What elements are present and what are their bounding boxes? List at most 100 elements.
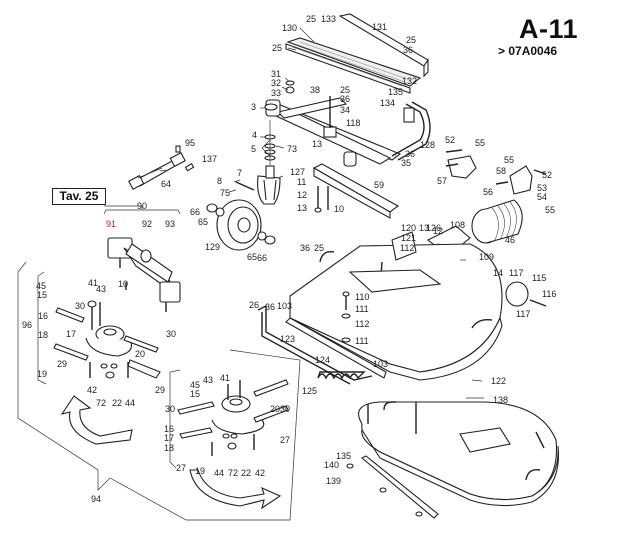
part-label-top-frame[interactable]: 7 <box>237 168 242 178</box>
part-label-top-frame[interactable]: 13 <box>312 139 322 149</box>
part-label-gearbox[interactable]: 91 <box>106 219 116 229</box>
part-label-deck[interactable]: 112 <box>355 319 369 329</box>
part-label-top-frame[interactable]: 36 <box>340 94 350 104</box>
part-label-top-frame[interactable]: 31 <box>271 69 281 79</box>
part-label-left-blade[interactable]: 41 <box>88 278 98 288</box>
part-label-lower-deck[interactable]: 135 <box>336 451 351 461</box>
part-label-top-frame[interactable]: 36 <box>405 149 415 159</box>
part-label-lower-deck[interactable]: 139 <box>326 476 341 486</box>
part-label-top-frame[interactable]: 5 <box>251 144 256 154</box>
part-label-left-blade[interactable]: 19 <box>37 369 47 379</box>
part-label-roller[interactable]: 117 <box>516 309 530 319</box>
part-label-right-blade[interactable]: 20 <box>270 404 280 414</box>
part-label-left-blade[interactable]: 20 <box>135 349 145 359</box>
part-label-left-blade[interactable]: 22 <box>112 398 122 408</box>
part-label-right-blade[interactable]: 45 <box>190 380 200 390</box>
part-label-right-blade[interactable]: 27 <box>280 435 290 445</box>
part-label-gearbox[interactable]: 93 <box>165 219 175 229</box>
part-label-deck[interactable]: 110 <box>355 292 369 302</box>
part-label-top-frame[interactable]: 118 <box>346 118 360 128</box>
part-label-top-frame[interactable]: 132 <box>402 76 417 86</box>
part-label-left-blade[interactable]: 15 <box>37 290 47 300</box>
part-label-left-blade[interactable]: 96 <box>22 320 32 330</box>
part-label-right-brackets[interactable]: 56 <box>483 187 493 197</box>
part-label-right-blade[interactable]: 18 <box>164 443 174 453</box>
part-label-top-frame[interactable]: 65 <box>198 217 208 227</box>
part-label-chute[interactable]: 13 <box>419 223 429 233</box>
part-label-deck[interactable]: 103 <box>373 359 388 369</box>
part-label-top-frame[interactable]: 11 <box>297 177 306 187</box>
part-label-left-blade[interactable]: 29 <box>155 385 165 395</box>
part-label-left-blade[interactable]: 43 <box>96 284 106 294</box>
part-label-top-frame[interactable]: 35 <box>401 158 411 168</box>
part-label-right-brackets[interactable]: 52 <box>445 135 455 145</box>
part-label-lower-deck[interactable]: 140 <box>324 460 339 470</box>
part-label-deck[interactable]: 123 <box>280 334 295 344</box>
part-label-right-brackets[interactable]: 53 <box>537 183 547 193</box>
part-label-top-frame[interactable]: 131 <box>372 22 387 32</box>
part-label-deck[interactable]: 124 <box>315 355 330 365</box>
part-label-chute[interactable]: 121 <box>401 233 416 243</box>
part-label-right-blade[interactable]: 27 <box>176 463 186 473</box>
part-label-right-brackets[interactable]: 57 <box>437 176 447 186</box>
part-label-chute[interactable]: 109 <box>479 252 494 262</box>
part-label-roller[interactable]: 14 <box>493 268 503 278</box>
part-label-right-blade[interactable]: 42 <box>255 468 265 478</box>
part-label-top-frame[interactable]: 75 <box>220 188 230 198</box>
part-label-top-frame[interactable]: 36 <box>403 45 413 55</box>
part-label-left-blade[interactable]: 72 <box>96 398 106 408</box>
part-label-roller[interactable]: 116 <box>542 289 556 299</box>
part-label-top-frame[interactable]: 32 <box>271 78 281 88</box>
part-label-left-blade[interactable]: 29 <box>57 359 67 369</box>
part-label-chute[interactable]: 46 <box>505 235 515 245</box>
table-reference-badge[interactable]: Tav. 25 <box>52 188 106 205</box>
part-label-roller[interactable]: 117 <box>509 268 523 278</box>
part-label-top-frame[interactable]: 64 <box>161 179 171 189</box>
part-label-top-frame[interactable]: 4 <box>252 130 257 140</box>
part-label-gearbox[interactable]: 10 <box>118 279 128 289</box>
part-label-right-blade[interactable]: 72 <box>228 468 238 478</box>
part-label-top-frame[interactable]: 25 <box>272 43 282 53</box>
part-label-right-blade[interactable]: 43 <box>203 375 213 385</box>
part-label-lower-deck[interactable]: 138 <box>493 395 508 405</box>
part-label-top-frame[interactable]: 38 <box>310 85 320 95</box>
part-label-top-frame[interactable]: 134 <box>380 98 395 108</box>
part-label-gearbox[interactable]: 92 <box>142 219 152 229</box>
part-label-right-blade[interactable]: 16 <box>164 424 174 434</box>
part-label-right-brackets[interactable]: 55 <box>504 155 514 165</box>
part-label-top-frame[interactable]: 66 <box>190 207 200 217</box>
part-label-right-brackets[interactable]: 58 <box>496 166 506 176</box>
part-label-top-frame[interactable]: 59 <box>374 180 384 190</box>
part-label-top-frame[interactable]: 25 <box>340 85 350 95</box>
part-label-deck[interactable]: 122 <box>491 376 506 386</box>
part-label-top-frame[interactable]: 10 <box>334 204 344 214</box>
part-label-left-blade[interactable]: 30 <box>166 329 176 339</box>
part-label-deck[interactable]: 25 <box>314 243 324 253</box>
part-label-right-blade[interactable]: 22 <box>241 468 251 478</box>
part-label-chute[interactable]: 12 <box>433 226 443 236</box>
part-label-left-blade[interactable]: 17 <box>66 329 76 339</box>
part-label-top-frame[interactable]: 128 <box>420 140 435 150</box>
part-label-deck[interactable]: 111 <box>355 304 369 314</box>
part-label-right-brackets[interactable]: 54 <box>537 192 547 202</box>
part-label-deck[interactable]: 111 <box>355 336 369 346</box>
part-label-chute[interactable]: 112 <box>400 243 414 253</box>
part-label-top-frame[interactable]: 65 <box>247 252 257 262</box>
part-label-deck[interactable]: 125 <box>302 386 317 396</box>
part-label-top-frame[interactable]: 34 <box>340 105 350 115</box>
part-label-right-brackets[interactable]: 52 <box>542 170 552 180</box>
part-label-left-blade[interactable]: 18 <box>38 330 48 340</box>
part-label-right-brackets[interactable]: 55 <box>545 205 555 215</box>
part-label-assembly[interactable]: 94 <box>91 494 101 504</box>
part-label-chute[interactable]: 120 <box>401 223 416 233</box>
part-label-top-frame[interactable]: 130 <box>282 23 297 33</box>
part-label-right-blade[interactable]: 17 <box>164 433 174 443</box>
part-label-left-blade[interactable]: 44 <box>125 398 135 408</box>
part-label-top-frame[interactable]: 33 <box>271 88 281 98</box>
part-label-left-blade[interactable]: 45 <box>36 281 46 291</box>
part-label-deck[interactable]: 36 <box>265 302 275 312</box>
part-label-gearbox[interactable]: 90 <box>137 201 147 211</box>
part-label-top-frame[interactable]: 133 <box>321 14 336 24</box>
part-label-roller[interactable]: 115 <box>532 273 546 283</box>
part-label-right-blade[interactable]: 44 <box>214 468 224 478</box>
